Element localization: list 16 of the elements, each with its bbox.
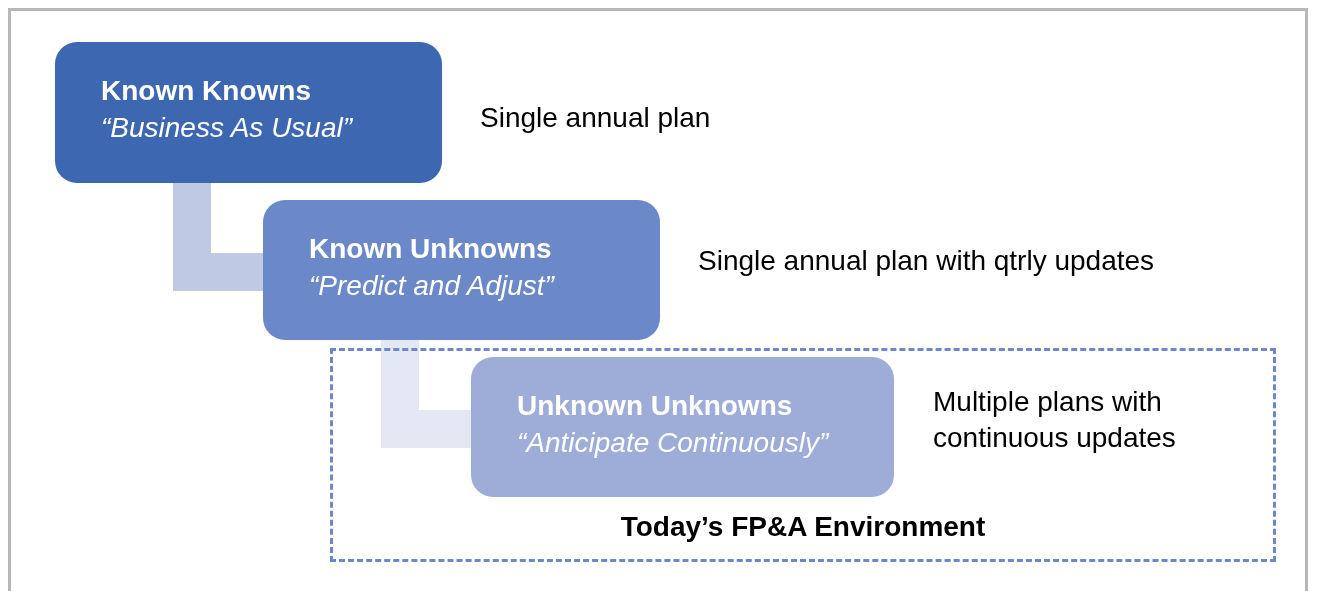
- stage-box: [55, 42, 442, 183]
- connector: [381, 340, 471, 448]
- stage-box: [471, 357, 894, 497]
- connector: [173, 183, 263, 291]
- stage-box: [263, 200, 660, 340]
- box-tagline: “Business As Usual”: [101, 111, 353, 145]
- dashed-region: [330, 348, 1276, 562]
- box-heading: Known Unknowns: [309, 232, 552, 266]
- plan-note: Single annual plan with qtrly updates: [698, 244, 1156, 278]
- box-heading: Known Knowns: [101, 74, 311, 108]
- box-tagline: “Anticipate Continuously”: [517, 426, 829, 460]
- box-tagline: “Predict and Adjust”: [309, 269, 554, 303]
- plan-note: Single annual plan: [480, 101, 712, 135]
- box-heading: Unknown Unknowns: [517, 389, 793, 423]
- region-title: Today’s FP&A Environment: [620, 511, 986, 543]
- plan-note: Multiple plans with continuous updates: [933, 385, 1177, 455]
